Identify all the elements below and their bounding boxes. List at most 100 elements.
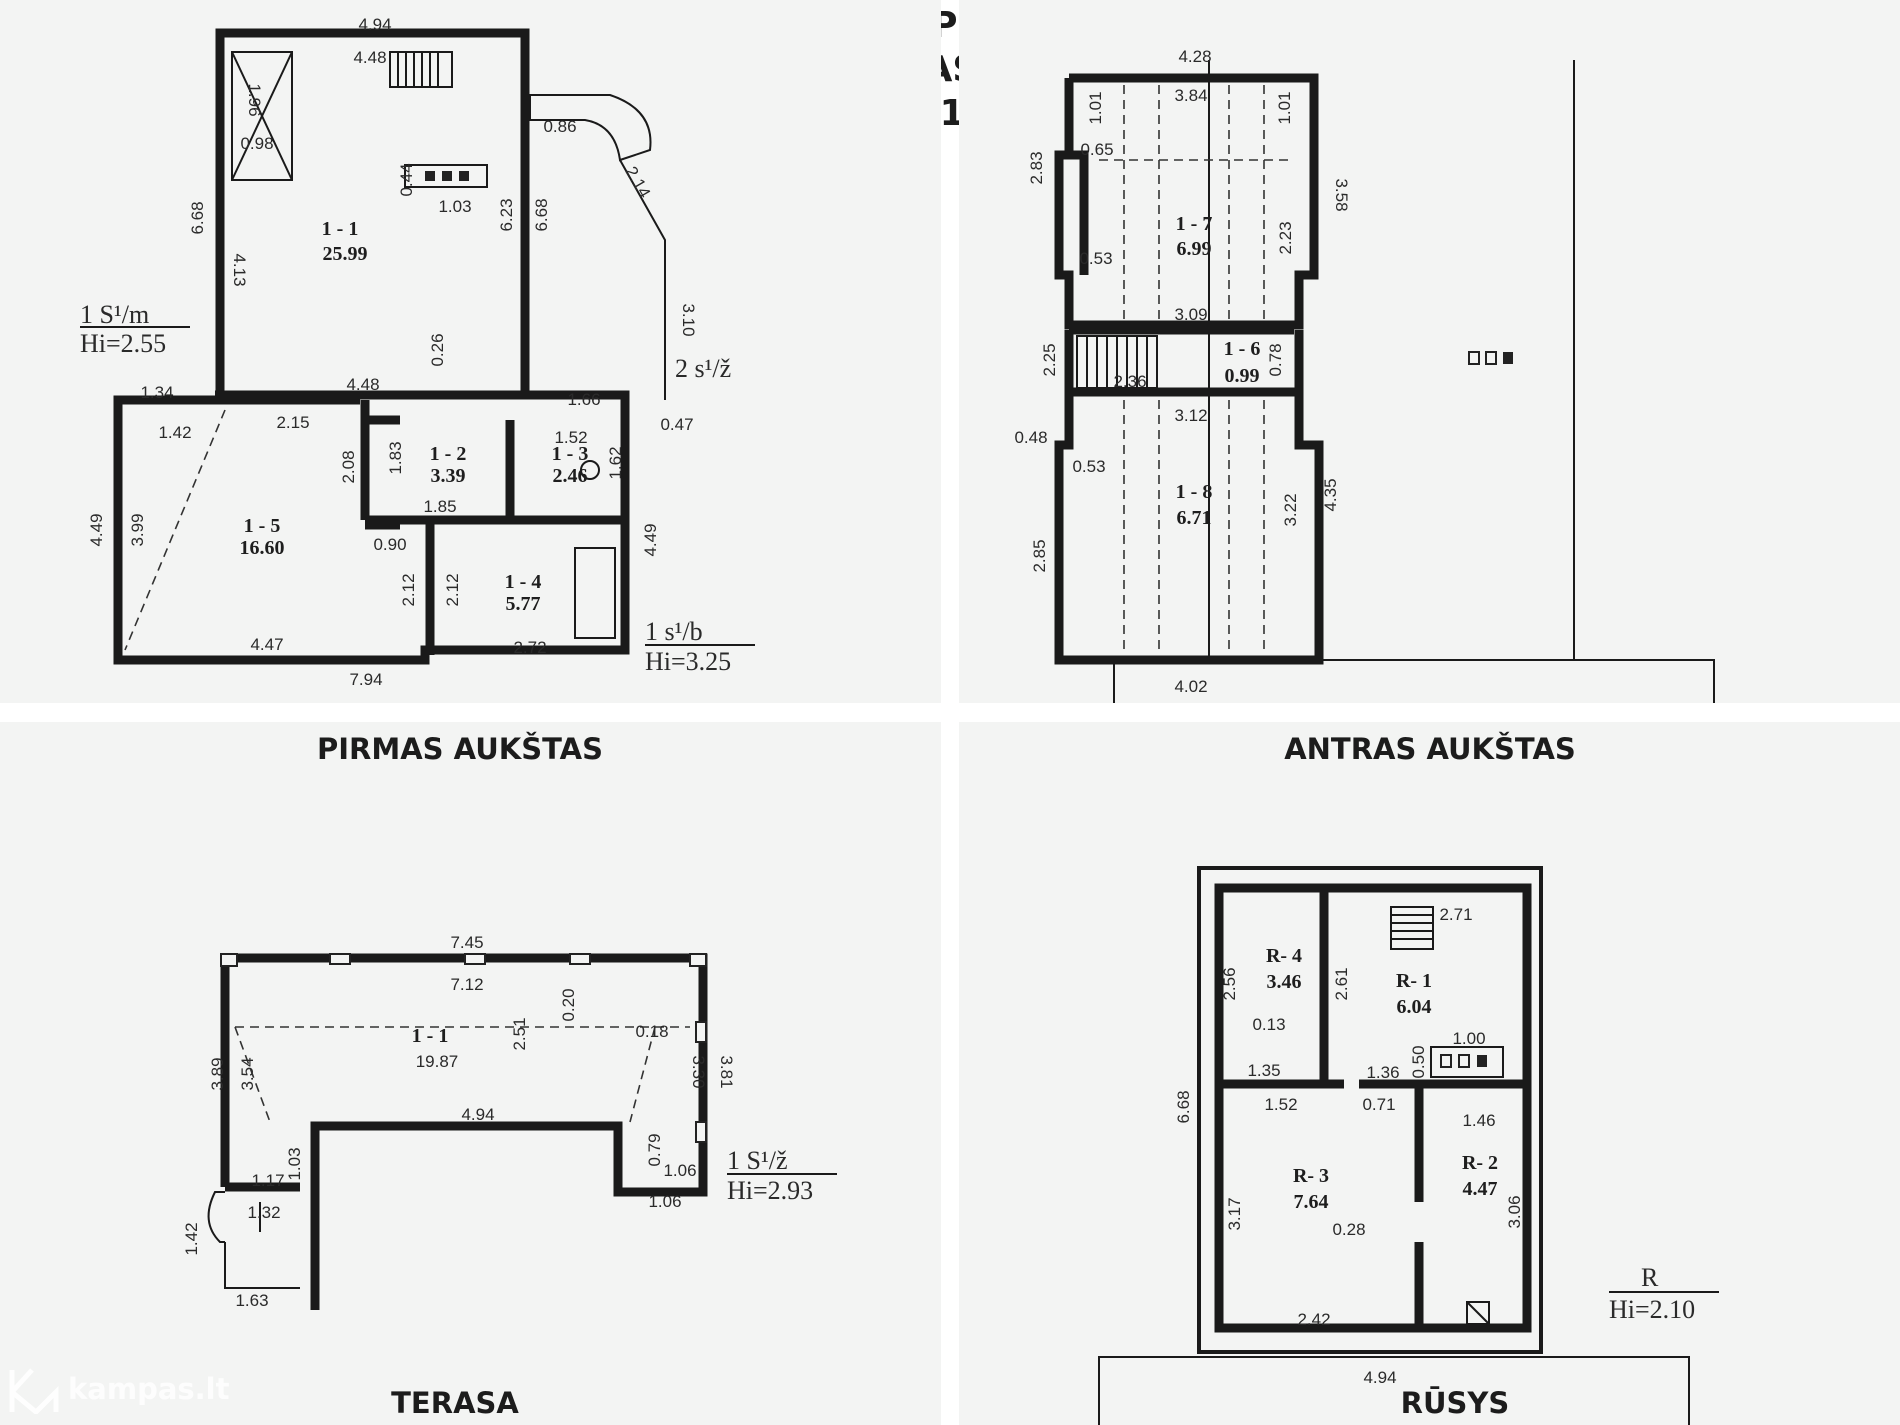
dimension-label: 6.68 <box>1174 1090 1193 1123</box>
dimension-label: 0.13 <box>1252 1015 1285 1034</box>
dimension-label: 0.53 <box>1072 457 1105 476</box>
floor-height-label: Hi=2.55 <box>80 329 166 358</box>
dimension-label: 4.02 <box>1174 677 1207 696</box>
terrace-panel: 1 - 1 19.87 7.45 7.12 2.51 0.20 0.18 3.8… <box>0 722 941 1425</box>
stove-icon <box>404 164 488 188</box>
dimension-label: 0.79 <box>645 1133 664 1166</box>
room-area-r1: 6.04 <box>1397 996 1432 1018</box>
entrance-steps <box>224 1242 300 1289</box>
toilet-icon <box>580 460 600 480</box>
sloped-ceiling-line <box>629 1026 656 1123</box>
dimension-label: 2.25 <box>1040 343 1059 376</box>
room-label-r4: R- 4 <box>1266 945 1302 967</box>
caption-first-floor: PIRMAS AUKŠTAS <box>317 732 603 766</box>
logo-text: kampas.lt <box>68 1372 230 1406</box>
dimension-label: 1.06 <box>648 1192 681 1211</box>
floor-notation: 1 S¹/m <box>80 300 149 329</box>
room-label-r3: R- 3 <box>1293 1165 1329 1187</box>
room-label-1-1: 1 - 1 <box>322 218 359 240</box>
stove-icon <box>1477 1055 1487 1067</box>
dimension-label: 0.78 <box>1266 343 1285 376</box>
sloped-ceiling-line <box>124 409 226 651</box>
dimension-label: 2.51 <box>510 1017 529 1050</box>
dimension-label: 1.01 <box>1275 91 1294 124</box>
basement-wall <box>1214 883 1532 1333</box>
dimension-label: 0.47 <box>660 415 693 434</box>
dimension-label: 1.52 <box>554 428 587 447</box>
dimension-label: 2.36 <box>1113 372 1146 391</box>
room-area-r3: 7.64 <box>1294 1191 1329 1213</box>
stove-icon <box>1440 1054 1452 1068</box>
dimension-label: 3.84 <box>1174 86 1207 105</box>
dimension-label: 1.85 <box>423 497 456 516</box>
first-floor-plan: 1 - 1 25.99 1 - 2 3.39 1 - 3 2.46 1 - 4 … <box>80 15 755 689</box>
stairs-icon <box>1086 336 1148 388</box>
room-area-1-7: 6.99 <box>1177 238 1212 260</box>
dimension-label: 3.17 <box>1225 1197 1244 1230</box>
second-floor-panel: 1 - 7 6.99 1 - 6 0.99 1 - 8 6.71 4.28 3.… <box>959 0 1900 703</box>
floor-height-label: Hi=2.93 <box>727 1176 813 1205</box>
floor-notation: 1 s¹/b <box>645 617 703 646</box>
dimension-label: 2.72 <box>513 638 546 657</box>
dimension-label: 1.83 <box>386 441 405 474</box>
dimension-label: 6.68 <box>188 201 207 234</box>
room-area-r2: 4.47 <box>1463 1178 1498 1200</box>
dimension-label: 0.53 <box>1079 249 1112 268</box>
dimension-label: 0.18 <box>635 1022 668 1041</box>
site-boundary-line <box>1113 659 1715 703</box>
dimension-label: 4.49 <box>87 513 106 546</box>
staircase-opening <box>231 51 293 181</box>
room-label-1-5: 1 - 5 <box>244 515 281 537</box>
entrance-steps <box>529 94 652 162</box>
dimension-label: 0.90 <box>373 535 406 554</box>
room-label-1-8: 1 - 8 <box>1176 481 1213 503</box>
dimension-label: 2.12 <box>399 573 418 606</box>
dimension-label: 2.08 <box>339 450 358 483</box>
drain-icon <box>1466 1301 1490 1325</box>
dimension-label: 1.01 <box>1086 91 1105 124</box>
room-label-1-4: 1 - 4 <box>505 571 542 593</box>
dimension-label: 1.96 <box>245 83 264 116</box>
floor-height-label: Hi=3.25 <box>645 647 731 676</box>
dimension-label: 2.83 <box>1027 151 1046 184</box>
dimension-label: 1.35 <box>1247 1061 1280 1080</box>
floor-notation: 1 S¹/ž <box>727 1146 788 1175</box>
room-area-1-8: 6.71 <box>1177 507 1212 529</box>
dimension-label: 2.61 <box>1332 967 1351 1000</box>
floor-notation: R <box>1641 1263 1659 1292</box>
caption-terrace: TERASA <box>391 1386 519 1420</box>
staircase-opening <box>231 51 293 181</box>
dimension-label: 4.94 <box>358 15 391 34</box>
dimension-label: 0.26 <box>428 333 447 366</box>
dimension-label: 1.52 <box>1264 1095 1297 1114</box>
second-floor-wall <box>1069 150 1089 275</box>
basement-outer-wall <box>1197 866 1543 1354</box>
dimension-label: 7.94 <box>349 670 382 689</box>
stove-icon <box>1430 1046 1504 1078</box>
site-boundary-line <box>1098 1356 1690 1425</box>
sloped-ceiling-line <box>1099 85 1289 650</box>
second-floor-outer-wall <box>1054 330 1324 665</box>
room-area-1-6: 0.99 <box>1225 365 1260 387</box>
kampas-logo: kampas.lt <box>6 1364 229 1414</box>
dimension-label: 1.42 <box>158 423 191 442</box>
dimension-label: 1.03 <box>438 197 471 216</box>
room-area-1-3: 2.46 <box>553 465 588 487</box>
stairs-icon <box>1390 906 1434 950</box>
dimension-label: 0.65 <box>1080 140 1113 159</box>
dimension-label: 0.48 <box>1014 428 1047 447</box>
second-floor-plan: 1 - 7 6.99 1 - 6 0.99 1 - 8 6.71 4.28 3.… <box>1014 47 1715 703</box>
dimension-label: 2.85 <box>1030 539 1049 572</box>
dimension-label: 4.13 <box>230 253 249 286</box>
dimension-label: 3.81 <box>717 1055 736 1088</box>
dimension-label: 0.98 <box>240 134 273 153</box>
stove-icon <box>1458 1054 1470 1068</box>
dimension-label: 7.45 <box>450 933 483 952</box>
dimension-label: 3.58 <box>1332 178 1351 211</box>
dimension-label: 1.34 <box>140 383 173 402</box>
room-label-terrace-1-1: 1 - 1 <box>412 1025 449 1047</box>
stairs-icon <box>397 52 439 87</box>
dimension-label: 0.86 <box>543 117 576 136</box>
room-label-1-2: 1 - 2 <box>430 443 467 465</box>
dimension-label: 1.62 <box>606 446 625 479</box>
